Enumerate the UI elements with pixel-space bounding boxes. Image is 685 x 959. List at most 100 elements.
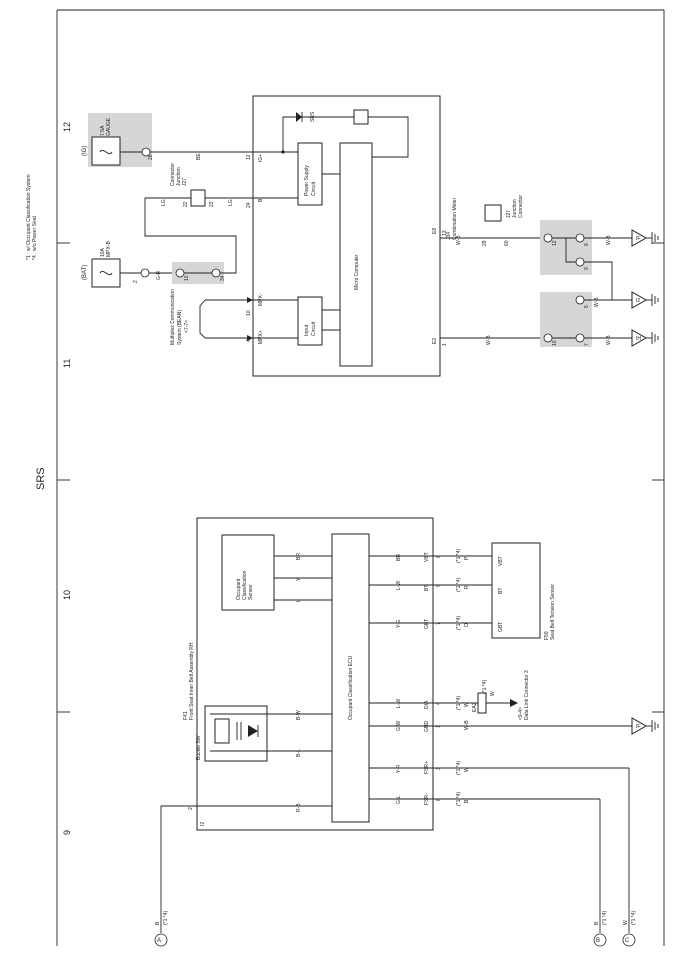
wire-pigtail-a bbox=[160, 805, 197, 933]
pigtail-wire-color: W bbox=[623, 920, 629, 925]
e2-wire-color: W-B bbox=[486, 335, 492, 345]
ground-symbol-icon bbox=[646, 332, 659, 344]
meter-name: Combination Meter bbox=[452, 197, 458, 240]
fuse-bat-icon bbox=[99, 270, 113, 276]
j27-lower-name-1: Junction bbox=[512, 199, 518, 218]
pigtail-connector bbox=[154, 933, 168, 947]
srs-lamp-wires bbox=[282, 116, 409, 158]
ecu-pin-number: 3 bbox=[436, 767, 442, 770]
fuse-bat-pin-num: 2 bbox=[133, 280, 139, 283]
ecu-wire-note: (*1 *4) bbox=[456, 548, 462, 563]
gnd-wire-i2 bbox=[584, 261, 632, 301]
fuse-ig-name: GAUGE bbox=[106, 117, 112, 136]
ecu-wire-note: (*1 *4) bbox=[456, 577, 462, 592]
gnd-pin bbox=[543, 333, 553, 343]
gnd-pin bbox=[543, 233, 553, 243]
grid-label-11: 11 bbox=[62, 359, 72, 368]
dlc-note: (*1 *4) bbox=[482, 679, 488, 694]
grid-label-12: 12 bbox=[62, 122, 72, 132]
bat-conn-pin-b bbox=[211, 268, 221, 278]
arrow-icon bbox=[247, 297, 253, 303]
ecu-inner-wire-color: L-W bbox=[396, 699, 402, 708]
multiplex-label-3: <7-7> bbox=[184, 320, 190, 333]
meter-term-mpx-plus: MPX+ bbox=[258, 330, 264, 344]
ground-label-if: IF bbox=[636, 236, 640, 242]
gnd-num: 8 bbox=[584, 243, 590, 246]
tension-pin-vbt: VBT bbox=[498, 556, 504, 566]
meter-pin-10: 10 bbox=[246, 310, 252, 316]
srs-lamp-diode-icon bbox=[296, 112, 302, 122]
ecu-terminal-label: DIA bbox=[424, 700, 430, 709]
dlc-pin: EA2 bbox=[472, 702, 478, 712]
meter-pin-1: 1 bbox=[442, 343, 448, 346]
ecu-pin-number: 4 bbox=[436, 702, 442, 705]
ecu-inner-wire-color: BR bbox=[396, 554, 402, 561]
ecu-outer-wire-color: O bbox=[464, 623, 470, 627]
pigtail-note: (*1 *4) bbox=[602, 910, 608, 925]
buckle-sw-label: Buckle SW bbox=[196, 735, 202, 760]
ig-wire-color: BE bbox=[196, 153, 202, 160]
assembly-connector: I2 bbox=[200, 822, 206, 826]
pigtail-letter: B bbox=[596, 938, 600, 944]
j27-upper-name-1: Junction bbox=[176, 167, 182, 186]
ground-symbol-icon bbox=[646, 294, 659, 306]
dlc-ref: <9-4> bbox=[518, 707, 524, 720]
gnd-pin bbox=[575, 295, 585, 305]
occupant-ecu-box bbox=[331, 533, 370, 823]
ecu-outer-wire-color: W bbox=[464, 702, 470, 707]
ground-label-if-lower: IF bbox=[636, 724, 640, 730]
ecu-terminal-label: GBT bbox=[424, 619, 430, 629]
ecu-pin-number: 7 bbox=[436, 622, 442, 625]
bat-label: (BAT) bbox=[82, 265, 88, 280]
ground-triangle-if-lower bbox=[631, 717, 648, 735]
i2-wire-color: R-B bbox=[296, 803, 302, 812]
bat-conn-num-a: 10 bbox=[184, 275, 190, 281]
ecu-inner-wire-color: G-W bbox=[396, 720, 402, 731]
ecu-outer-wire-color: B bbox=[464, 799, 470, 803]
arrow-icon bbox=[247, 335, 253, 341]
meter-code: J34 bbox=[446, 232, 452, 240]
ecu-wire-note: (*1 *4) bbox=[456, 695, 462, 710]
gnd-wire-color: W-B bbox=[594, 297, 600, 307]
meter-term-b: B bbox=[258, 198, 264, 202]
ecu-terminal-label: FSR+ bbox=[424, 761, 430, 774]
sensor-wire-color-l: L bbox=[296, 599, 302, 602]
gnd-pin bbox=[575, 257, 585, 267]
ecu-pin-number: 5 bbox=[436, 584, 442, 587]
srs-driver-box bbox=[353, 109, 369, 125]
tension-sensor-name: Seat Belt Tension Sensor bbox=[550, 584, 556, 640]
ecu-wire-note: (*1 *4) bbox=[456, 791, 462, 806]
fuse-bat-name: MPX-B bbox=[106, 241, 112, 258]
ground-label-ih: IH bbox=[636, 336, 641, 342]
micro-computer-box bbox=[339, 142, 373, 367]
meter-term-mpx-minus: MPX- bbox=[258, 293, 264, 306]
dlc-arrow-icon bbox=[510, 699, 518, 707]
gr-wire-color: G-R bbox=[156, 270, 162, 280]
ecu-inner-wire-color: L-W bbox=[396, 581, 402, 590]
meter-term-e2: E2 bbox=[432, 338, 438, 344]
ecu-outer-wire-color: W bbox=[464, 767, 470, 772]
meter-term-ig: IG+ bbox=[258, 154, 264, 162]
tension-sensor-code: F59 bbox=[544, 631, 550, 640]
j27-pin-29: 29 bbox=[482, 240, 488, 246]
fuse-bat-pin bbox=[140, 268, 150, 278]
j27-upper-code: J27 bbox=[182, 178, 188, 186]
pigtail-wire-color: B bbox=[155, 921, 161, 925]
fuse-ig-pin-num: 26 bbox=[148, 154, 154, 160]
ecu-pin-number: 6 bbox=[436, 555, 442, 558]
lg-wire-color-2: LG bbox=[161, 199, 167, 206]
j27-pin-22: 22 bbox=[183, 201, 189, 207]
ground-triangle-ih bbox=[631, 329, 648, 347]
ecu-wire-note: (*1 *4) bbox=[456, 760, 462, 775]
gnd-num: 10 bbox=[552, 340, 558, 346]
pigtail-connector bbox=[593, 933, 607, 947]
j27-lower-box bbox=[484, 204, 502, 222]
tension-pin-gbt: GBT bbox=[498, 622, 504, 632]
occupant-sensor-box bbox=[221, 534, 275, 611]
meter-pin-13: 13 bbox=[442, 230, 448, 236]
multiplex-label-1: Multiplex Communication bbox=[170, 289, 176, 345]
occupant-sensor-label-2: Classification bbox=[242, 570, 248, 600]
ecu-inner-wire-color: Y-R bbox=[396, 764, 402, 773]
fuse-ig-box bbox=[91, 136, 121, 166]
ecu-outer-wire-color: W-B bbox=[464, 720, 470, 730]
